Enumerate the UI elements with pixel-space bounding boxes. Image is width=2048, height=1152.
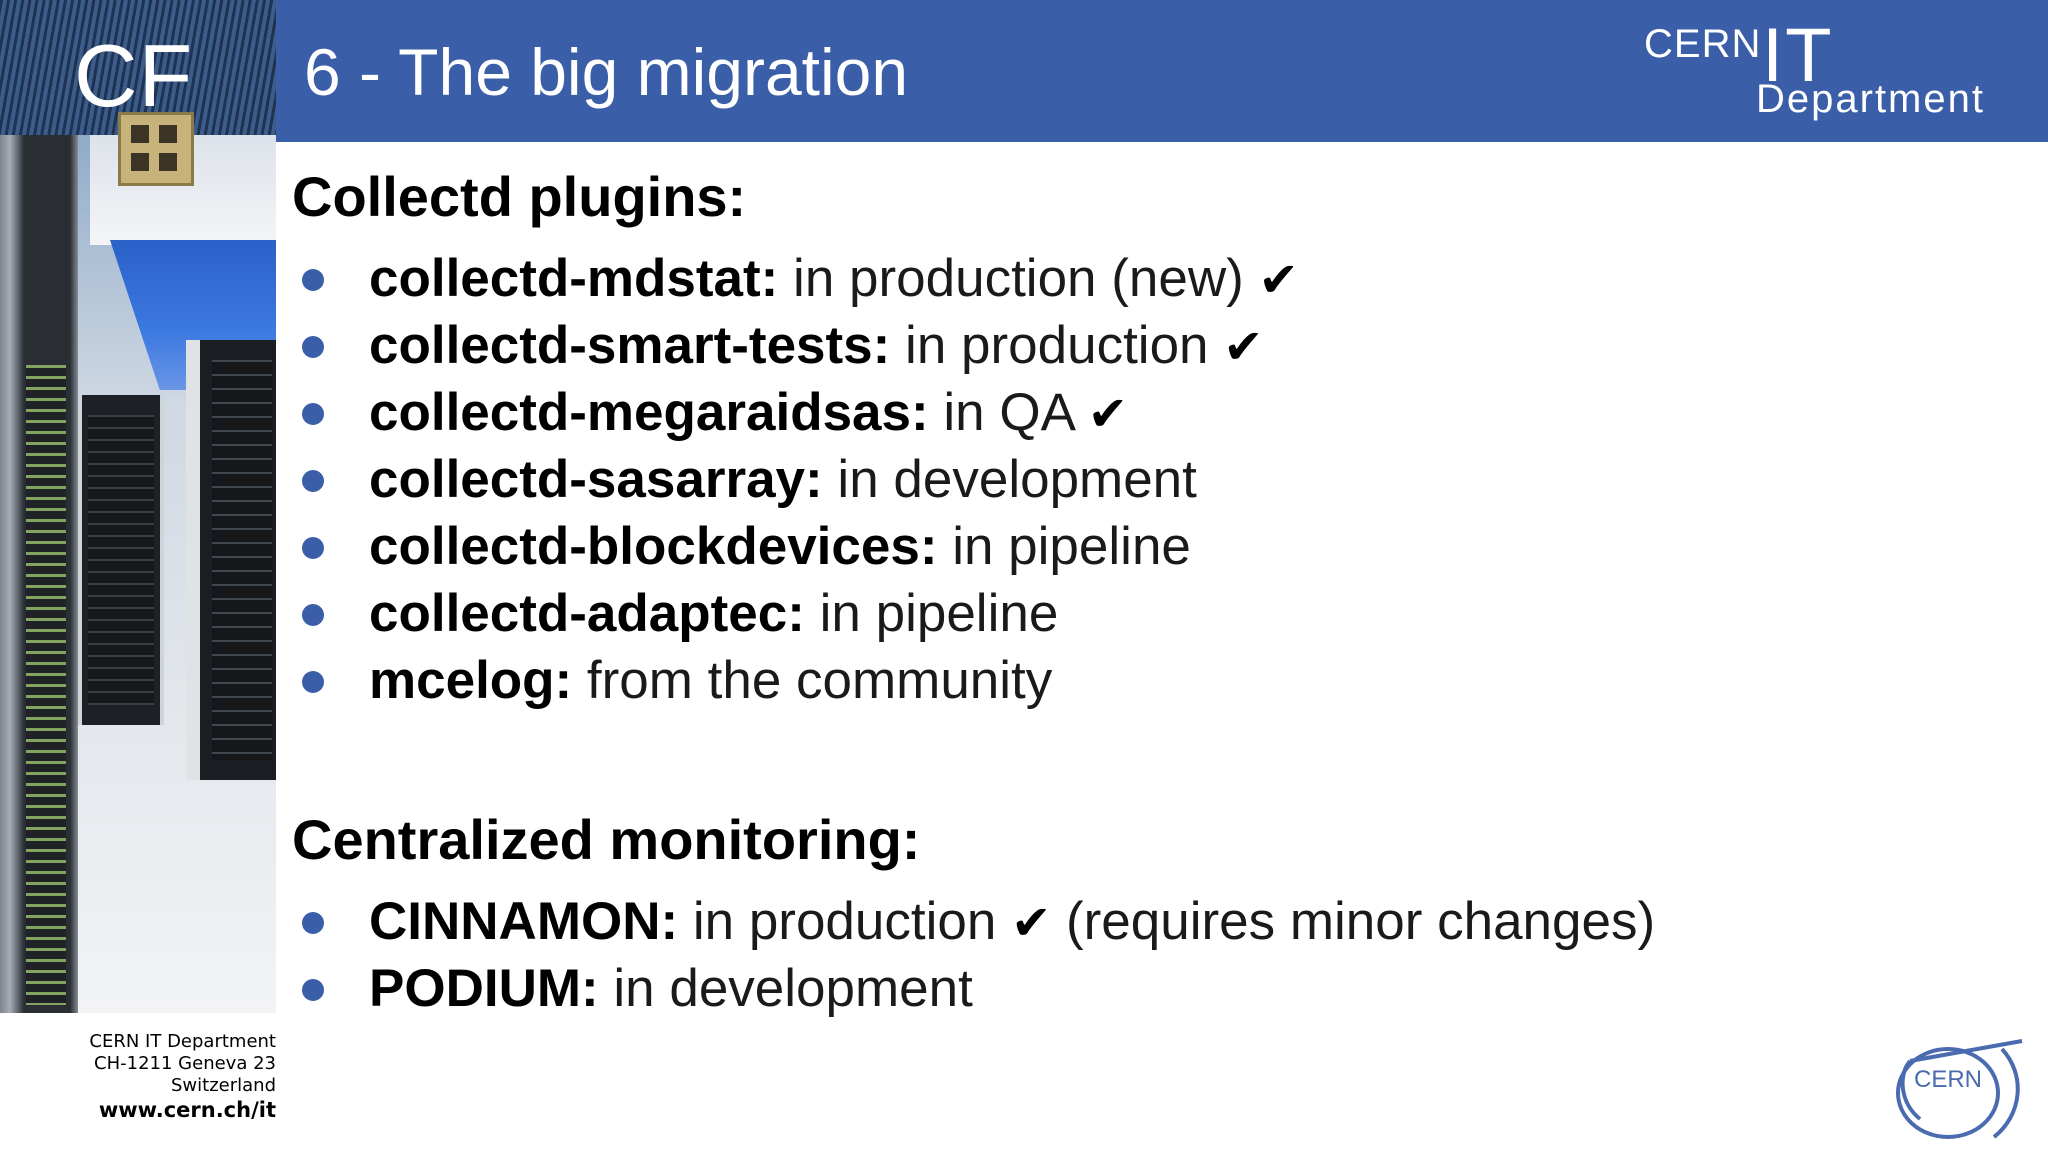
bullet-dot-icon (302, 604, 324, 626)
bullet-dot-icon (302, 403, 324, 425)
emblem-text: CERN (1914, 1066, 1982, 1093)
item-status: in pipeline (937, 517, 1191, 576)
list-item: collectd-megaraidsas: in QA ✔ (292, 379, 1299, 446)
check-mark-icon: ✔ (1011, 895, 1052, 951)
section-heading-centralized-monitoring: Centralized monitoring: (292, 808, 921, 871)
collectd-plugins-list: collectd-mdstat: in production (new) ✔ c… (292, 245, 1299, 714)
section-heading-collectd-plugins: Collectd plugins: (292, 165, 747, 228)
list-item: collectd-smart-tests: in production ✔ (292, 312, 1299, 379)
photo-server-rack (186, 340, 276, 780)
item-note: (requires minor changes) (1051, 892, 1656, 951)
bullet-dot-icon (302, 912, 324, 934)
check-mark-icon: ✔ (1223, 319, 1264, 375)
item-status: in development (822, 450, 1197, 509)
list-item: collectd-adaptec: in pipeline (292, 580, 1299, 647)
item-status: in production (890, 316, 1224, 375)
item-name: collectd-sasarray: (369, 450, 823, 509)
list-item: PODIUM: in development (292, 955, 1655, 1022)
list-item: collectd-sasarray: in development (292, 446, 1299, 513)
centralized-monitoring-list: CINNAMON: in production ✔ (requires mino… (292, 888, 1655, 1022)
item-status: in production (678, 892, 1012, 951)
bullet-dot-icon (302, 336, 324, 358)
address-line: CH-1211 Geneva 23 (94, 1053, 276, 1074)
bullet-dot-icon (302, 979, 324, 1001)
item-name: mcelog: (369, 651, 573, 710)
title-bar: 6 - The big migration CERN IT Department (276, 0, 2048, 142)
bullet-dot-icon (302, 269, 324, 291)
section-label: CF (74, 26, 194, 125)
bullet-dot-icon (302, 470, 324, 492)
address-line: CERN IT Department (89, 1031, 276, 1052)
bullet-dot-icon (302, 537, 324, 559)
item-name: collectd-megaraidsas: (369, 383, 929, 442)
list-item: collectd-mdstat: in production (new) ✔ (292, 245, 1299, 312)
cern-emblem-logo: CERN (1896, 1039, 2023, 1139)
bullet-dot-icon (302, 671, 324, 693)
item-status: in pipeline (804, 584, 1059, 643)
check-mark-icon: ✔ (1258, 252, 1299, 308)
list-item: mcelog: from the community (292, 647, 1299, 714)
item-name: collectd-mdstat: (369, 249, 779, 308)
item-name: collectd-adaptec: (369, 584, 805, 643)
footer-url-link[interactable]: www.cern.ch/it (98, 1098, 276, 1122)
list-item: collectd-blockdevices: in pipeline (292, 513, 1299, 580)
slide-title: 6 - The big migration (304, 35, 909, 109)
logo-cern-text: CERN (1644, 22, 1762, 66)
list-item: CINNAMON: in production ✔ (requires mino… (292, 888, 1655, 955)
item-name: CINNAMON: (369, 892, 679, 951)
footer-address: CERN IT Department CH-1211 Geneva 23 Swi… (20, 1031, 276, 1123)
item-name: collectd-smart-tests: (369, 316, 891, 375)
check-mark-icon: ✔ (1087, 386, 1128, 442)
cern-it-department-logo: CERN IT Department (1644, 18, 2034, 124)
photo-wall-panel (118, 112, 194, 186)
address-line: Switzerland (171, 1075, 276, 1096)
datacenter-photo: CF (0, 0, 276, 1013)
item-status: from the community (572, 651, 1053, 710)
photo-server-rack (74, 395, 164, 725)
item-status: in production (new) (778, 249, 1259, 308)
item-name: PODIUM: (369, 959, 599, 1018)
item-status: in development (598, 959, 973, 1018)
logo-it-text: IT (1762, 13, 1834, 98)
logo-department-text: Department (1756, 77, 1985, 121)
item-name: collectd-blockdevices: (369, 517, 938, 576)
photo-server-rack-front (0, 135, 78, 1013)
item-status: in QA (928, 383, 1088, 442)
